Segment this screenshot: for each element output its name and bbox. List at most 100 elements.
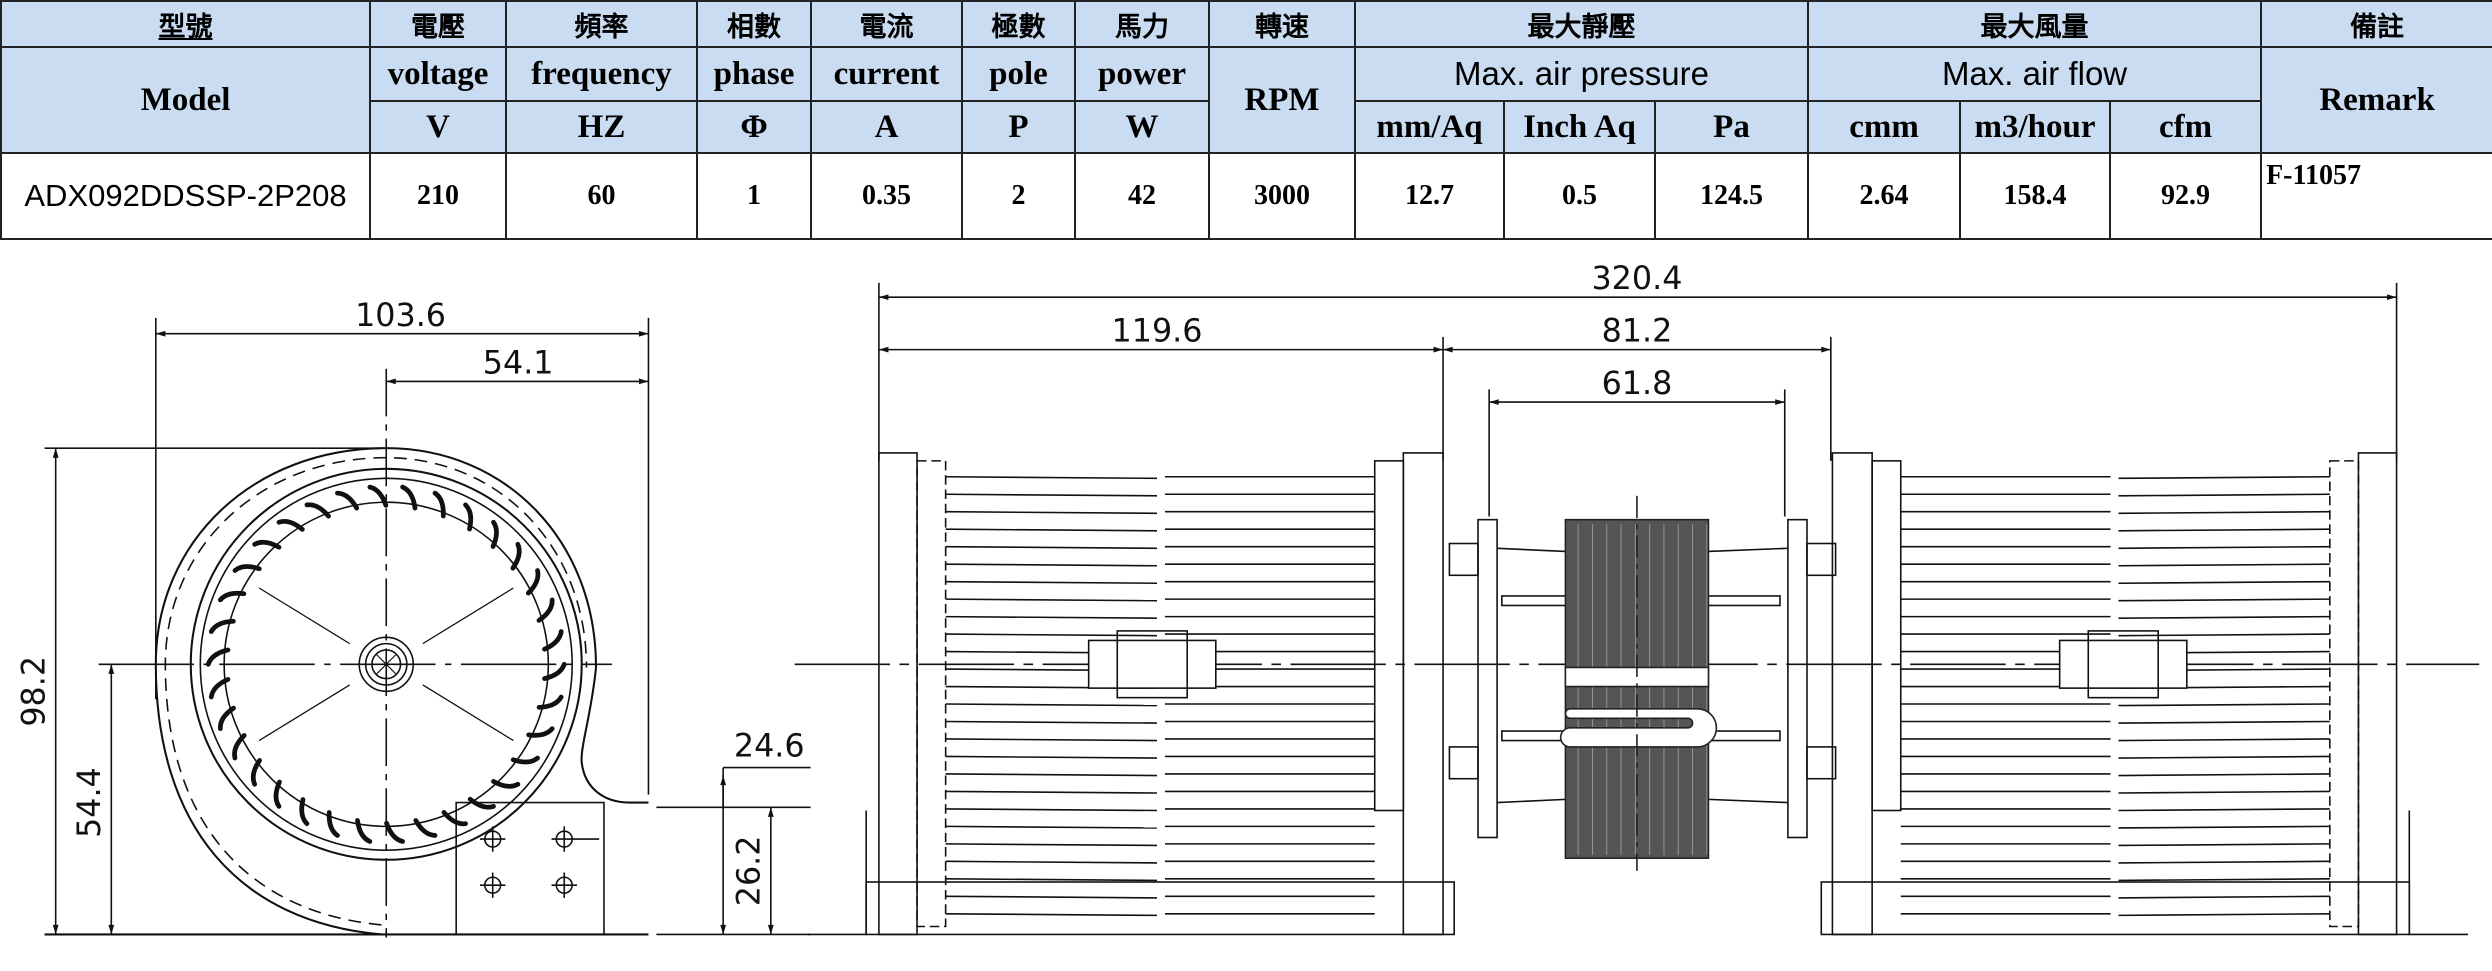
blade [467, 796, 496, 810]
header-model: Model [0, 46, 371, 154]
blade [491, 779, 521, 789]
blade [526, 726, 555, 738]
blade [367, 484, 389, 508]
blade [536, 694, 564, 710]
unit-pressure-mm: mm/Aq [1354, 100, 1505, 154]
spec-table: 型號 電壓 頻率 相數 電流 極數 馬力 轉速 最大靜壓 最大風量 備註 Mod… [0, 0, 2492, 240]
cell-rpm: 3000 [1208, 152, 1356, 240]
blade [510, 541, 522, 571]
blade [232, 733, 247, 761]
unit-current: A [810, 100, 963, 154]
blade [208, 676, 231, 700]
header-zh-voltage: 電壓 [369, 0, 507, 48]
header-zh-phase: 相數 [696, 0, 812, 48]
motor-coil [1564, 518, 1710, 859]
blade [232, 564, 262, 573]
blade [525, 568, 541, 596]
dim-side-height: 98.2 [17, 656, 53, 727]
blade [441, 810, 468, 827]
header-zh-remark: 備註 [2260, 0, 2492, 48]
blade [276, 518, 305, 532]
mount-bracket [455, 801, 605, 936]
cell-pressure-inch: 0.5 [1503, 152, 1656, 240]
impeller-blades [205, 484, 567, 844]
blade [490, 519, 499, 549]
header-zh-pressure: 最大靜壓 [1353, 0, 1810, 48]
header-zh-pole: 極數 [961, 0, 1076, 48]
header-zh-frequency: 頻率 [505, 0, 698, 48]
unit-frequency: HZ [505, 100, 698, 154]
blade [208, 618, 236, 634]
impeller [189, 467, 583, 861]
blade [299, 797, 310, 827]
unit-power: W [1074, 100, 1210, 154]
blade [542, 661, 567, 681]
dim-motor-plate-span: 61.8 [1602, 366, 1673, 402]
unit-flow-m3: m3/hour [1959, 100, 2112, 154]
front-view [794, 282, 2480, 936]
blower-housing [807, 452, 1455, 936]
dim-side-width: 103.6 [355, 298, 446, 334]
blade [273, 779, 282, 809]
hub [358, 636, 415, 693]
cell-flow-m3: 158.4 [1959, 152, 2112, 240]
cell-remark: F-11057 [2260, 152, 2492, 240]
blade [252, 539, 282, 550]
blade [432, 490, 446, 519]
blade [304, 502, 331, 519]
blade [335, 490, 360, 511]
cell-phase: 1 [696, 152, 812, 240]
volute-housing [154, 447, 649, 936]
unit-pressure-inch: Inch Aq [1503, 100, 1656, 154]
blade [463, 502, 474, 532]
cell-flow-cfm: 92.9 [2109, 152, 2263, 240]
table-row: ADX092DDSSP-2P208 210 60 1 0.35 2 42 300… [0, 152, 2492, 240]
blade [384, 820, 405, 844]
blade [413, 818, 438, 838]
dim-side-center-height: 54.4 [72, 767, 108, 838]
dim-total-length: 320.4 [1591, 261, 1682, 297]
header-voltage: voltage [369, 46, 507, 102]
cell-frequency: 60 [505, 152, 698, 240]
header-current: current [810, 46, 963, 102]
dim-bracket-height: 26.2 [732, 836, 768, 907]
blade [217, 590, 247, 603]
header-pressure: Max. air pressure [1353, 46, 1810, 102]
blade [542, 629, 564, 652]
dim-bracket-width: 24.6 [734, 728, 805, 764]
cell-flow-cmm: 2.64 [1807, 152, 1962, 240]
header-zh-rpm: 轉速 [1208, 0, 1356, 48]
header-zh-current: 電流 [810, 0, 963, 48]
cell-pressure-mm: 12.7 [1354, 152, 1505, 240]
mount-holes [480, 826, 600, 898]
dim-housing-length: 119.6 [1112, 314, 1203, 350]
header-zh-airflow: 最大風量 [1807, 0, 2263, 48]
blade [217, 705, 236, 732]
blade [536, 597, 555, 623]
unit-flow-cfm: cfm [2109, 100, 2263, 154]
header-rpm: RPM [1208, 46, 1356, 154]
header-power: power [1074, 46, 1210, 102]
blade [250, 758, 262, 787]
header-zh-power: 馬力 [1074, 0, 1210, 48]
dim-motor-span: 81.2 [1602, 314, 1673, 350]
unit-voltage: V [369, 100, 507, 154]
blade [355, 818, 373, 844]
cell-model: ADX092DDSSP-2P208 [0, 152, 371, 240]
side-view [44, 317, 811, 938]
unit-pole: P [961, 100, 1076, 154]
header-pole: pole [961, 46, 1076, 102]
cell-current: 0.35 [810, 152, 963, 240]
dim-side-center-offset: 54.1 [483, 345, 554, 381]
header-frequency: frequency [505, 46, 698, 102]
blade [400, 484, 418, 511]
blade [510, 755, 540, 765]
blower-housing [1820, 452, 2469, 936]
cell-power: 42 [1074, 152, 1210, 240]
header-phase: phase [696, 46, 812, 102]
dimension-labels: 103.6 54.1 98.2 54.4 24.6 26.2 320.4 119… [17, 261, 1683, 906]
unit-flow-cmm: cmm [1807, 100, 1962, 154]
cell-voltage: 210 [369, 152, 507, 240]
unit-phase: Φ [696, 100, 812, 154]
